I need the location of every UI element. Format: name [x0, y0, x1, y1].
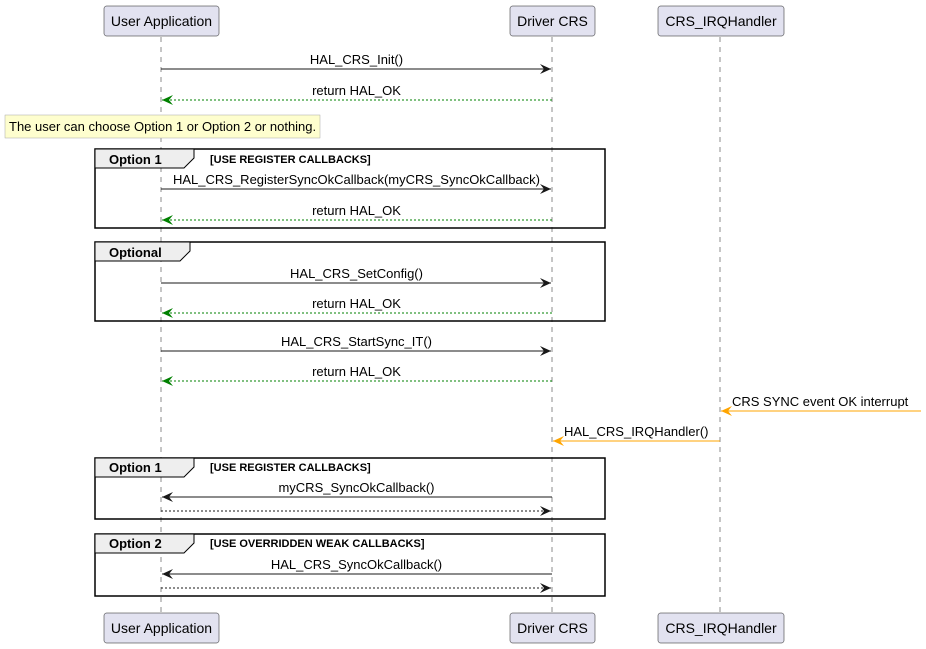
message: HAL_CRS_IRQHandler() — [553, 424, 720, 446]
message-label: myCRS_SyncOkCallback() — [278, 480, 434, 495]
frame-optional: Optional — [94, 241, 606, 322]
message-label: return HAL_OK — [312, 364, 401, 379]
participant-user-application-bottom[interactable]: User Application — [103, 612, 220, 644]
participant-user-application-top[interactable]: User Application — [103, 5, 220, 37]
participant-crs-irqhandler-bottom[interactable]: CRS_IRQHandler — [657, 612, 785, 644]
message-label: HAL_CRS_RegisterSyncOkCallback(myCRS_Syn… — [173, 172, 540, 187]
message: HAL_CRS_SetConfig() — [161, 266, 551, 288]
message-label: return HAL_OK — [312, 203, 401, 218]
participant-driver-crs-bottom[interactable]: Driver CRS — [509, 612, 596, 644]
frame-title: Option 1 — [109, 460, 162, 475]
participant-label: CRS_IRQHandler — [665, 620, 777, 636]
frame-title: Option 2 — [109, 536, 162, 551]
message-label: HAL_CRS_SyncOkCallback() — [271, 557, 442, 572]
participant-label: User Application — [111, 620, 212, 636]
message-label: return HAL_OK — [312, 83, 401, 98]
note: The user can choose Option 1 or Option 2… — [4, 114, 321, 139]
message: return HAL_OK — [162, 364, 552, 386]
participant-label: Driver CRS — [517, 620, 588, 636]
message: CRS SYNC event OK interrupt — [721, 394, 921, 416]
frame-guard: [USE OVERRIDDEN WEAK CALLBACKS] — [210, 538, 425, 550]
frame-option-1-callback: Option 1 [USE REGISTER CALLBACKS] — [94, 457, 606, 520]
message: HAL_CRS_StartSync_IT() — [161, 334, 551, 356]
message: return HAL_OK — [162, 296, 552, 318]
messages: HAL_CRS_Init()return HAL_OK HAL_CRS_Regis… — [161, 52, 921, 593]
message-label: HAL_CRS_Init() — [310, 52, 403, 67]
frame-title: Optional — [109, 245, 162, 260]
message: HAL_CRS_RegisterSyncOkCallback(myCRS_Syn… — [161, 172, 551, 194]
participant-crs-irqhandler-top[interactable]: CRS_IRQHandler — [657, 5, 785, 37]
frame-title: Option 1 — [109, 152, 162, 167]
message: myCRS_SyncOkCallback() — [162, 480, 552, 502]
message-label: HAL_CRS_IRQHandler() — [564, 424, 709, 439]
message-label: CRS SYNC event OK interrupt — [732, 394, 909, 409]
message-label: return HAL_OK — [312, 296, 401, 311]
frame-option-1-register: Option 1 [USE REGISTER CALLBACKS] — [94, 148, 606, 229]
note-text: The user can choose Option 1 or Option 2… — [9, 119, 316, 134]
message: return HAL_OK — [162, 83, 552, 105]
message: return HAL_OK — [162, 203, 552, 225]
message: HAL_CRS_Init() — [161, 52, 551, 74]
participant-driver-crs-top[interactable]: Driver CRS — [509, 5, 596, 37]
message: HAL_CRS_SyncOkCallback() — [162, 557, 552, 579]
message-label: HAL_CRS_StartSync_IT() — [281, 334, 432, 349]
frame-guard: [USE REGISTER CALLBACKS] — [210, 154, 371, 166]
participant-label: Driver CRS — [517, 13, 588, 29]
participant-label: CRS_IRQHandler — [665, 13, 777, 29]
message-label: HAL_CRS_SetConfig() — [290, 266, 423, 281]
frame-guard: [USE REGISTER CALLBACKS] — [210, 462, 371, 474]
participant-label: User Application — [111, 13, 212, 29]
frame-option-2-weak: Option 2 [USE OVERRIDDEN WEAK CALLBACKS] — [94, 533, 606, 597]
